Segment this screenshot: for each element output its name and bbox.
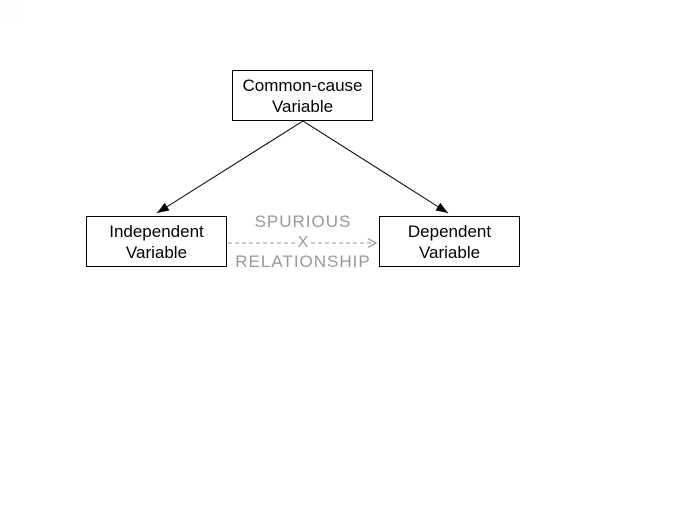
node-dependent-variable: Dependent Variable [379, 216, 520, 267]
edge-cause-to-dependent [302, 120, 449, 214]
relationship-label: RELATIONSHIP [235, 252, 371, 271]
node-common-cause-variable: Common-cause Variable [232, 70, 373, 121]
corner-artifact [0, 0, 18, 17]
spurious-label: SPURIOUS [254, 212, 352, 231]
edge-cause-to-independent [156, 120, 304, 214]
spurious-x-mark: X [297, 234, 309, 251]
node-independent-variable: Independent Variable [86, 216, 227, 267]
